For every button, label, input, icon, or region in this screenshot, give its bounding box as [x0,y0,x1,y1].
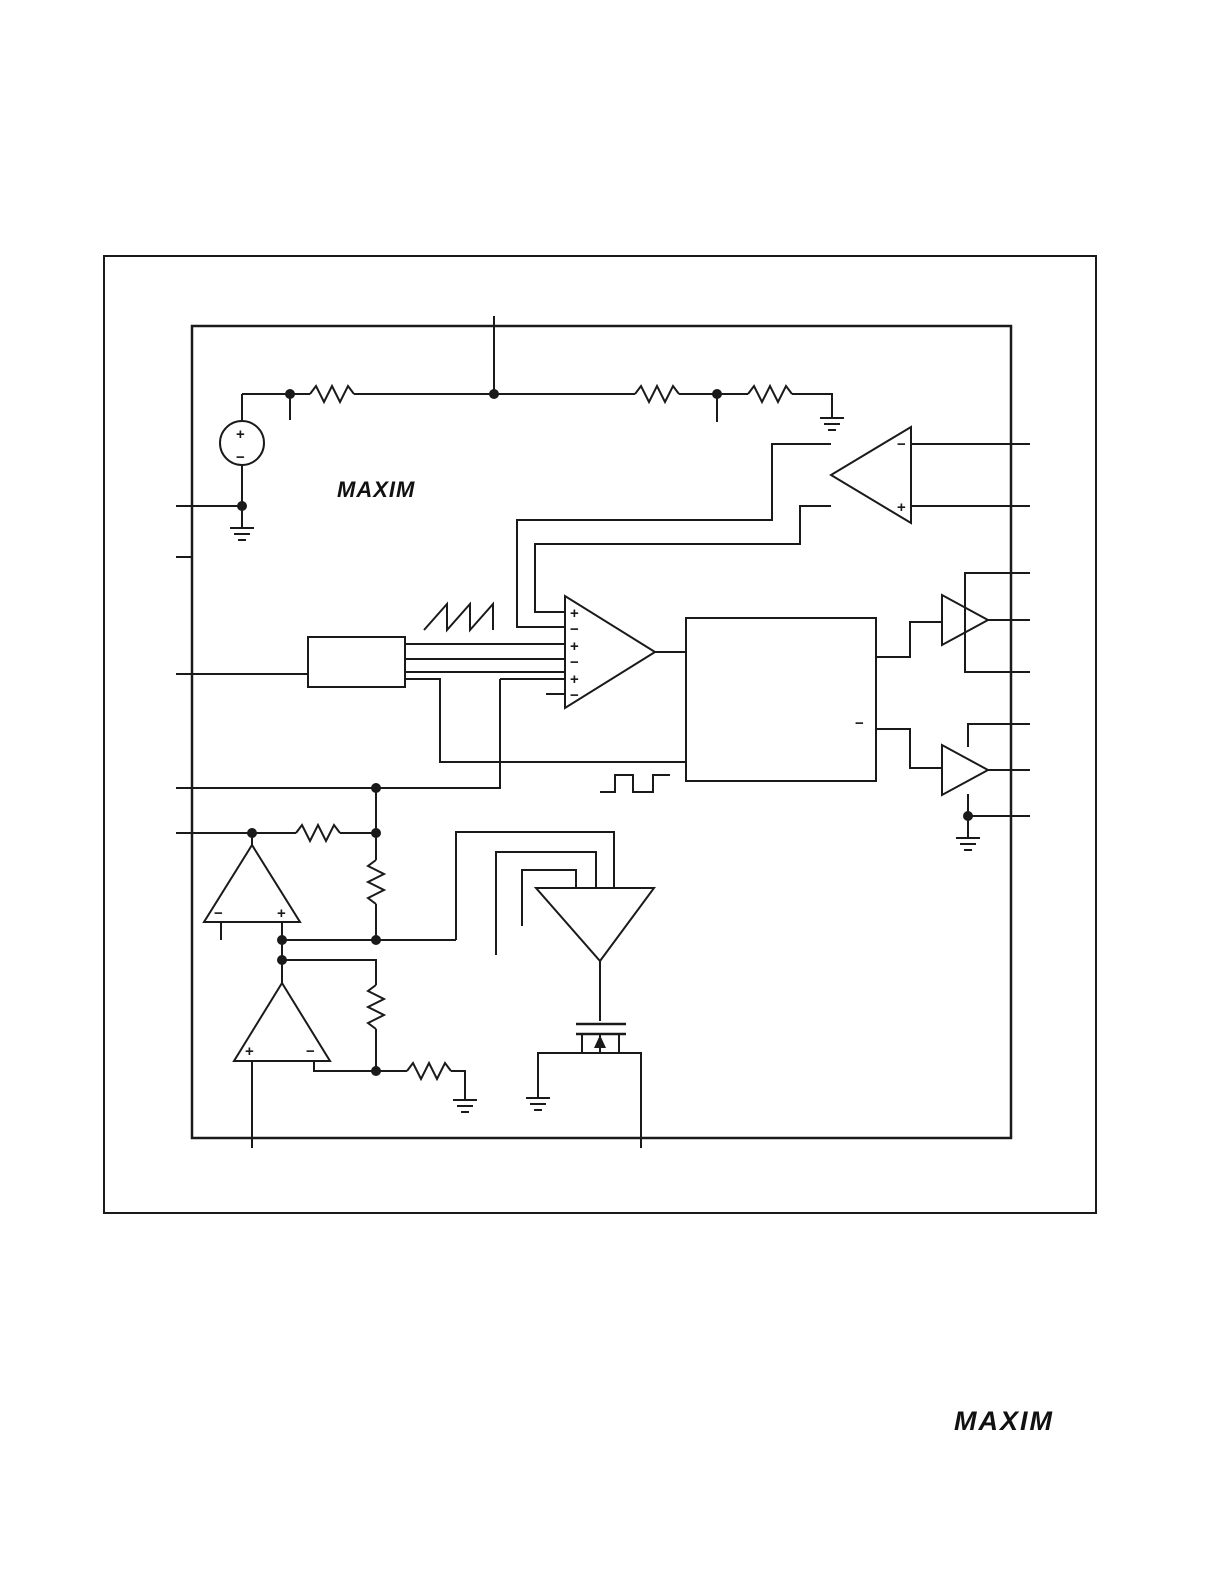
svg-text:+: + [570,638,579,655]
sense-amplifier: − + [176,679,614,945]
pulse-waveform [600,775,670,792]
source-plus-sign: + [236,426,245,443]
resistor-r7 [407,1063,451,1079]
svg-text:−: − [570,654,579,671]
svg-text:+: + [897,499,906,516]
maxim-logo-footer: MAXIM [952,1406,1092,1434]
oscillator-block [176,637,686,762]
output-buffer-low [942,724,1030,850]
svg-text:+: + [570,671,579,688]
voltage-source: + − [176,421,264,557]
resistor-r2 [635,386,679,402]
output-buffer-high [942,573,1030,672]
gain-amplifier: + − [234,940,477,1148]
resistor-r1 [310,386,354,402]
svg-text:−: − [306,1043,315,1060]
ground-symbol [820,418,844,430]
resistor-r6 [368,985,384,1029]
chip-boundary [192,326,1011,1138]
reference-divider [242,316,844,430]
source-minus-sign: − [236,449,245,466]
svg-text:−: − [855,715,864,732]
comparator-top: − + [517,427,1030,627]
sawtooth-waveform [424,604,493,630]
resistor-r3 [748,386,792,402]
svg-text:−: − [570,687,579,704]
ground-symbol [526,1098,550,1110]
svg-text:+: + [570,605,579,622]
ground-symbol [453,1100,477,1112]
ground-symbol [956,838,980,850]
maxim-logo-inner: MAXIM [337,477,415,502]
logic-block: − [686,618,942,781]
mosfet [526,1024,641,1148]
resistor-r4 [296,825,340,841]
svg-text:+: + [277,905,286,922]
svg-text:−: − [570,621,579,638]
svg-text:−: − [897,436,906,453]
pwm-comparator: + − + − + − [546,596,686,708]
resistor-r5 [368,860,384,904]
ground-symbol [230,528,254,540]
svg-text:−: − [214,905,223,922]
svg-text:MAXIM: MAXIM [954,1406,1054,1434]
error-amplifier [496,852,654,1021]
svg-text:+: + [245,1043,254,1060]
